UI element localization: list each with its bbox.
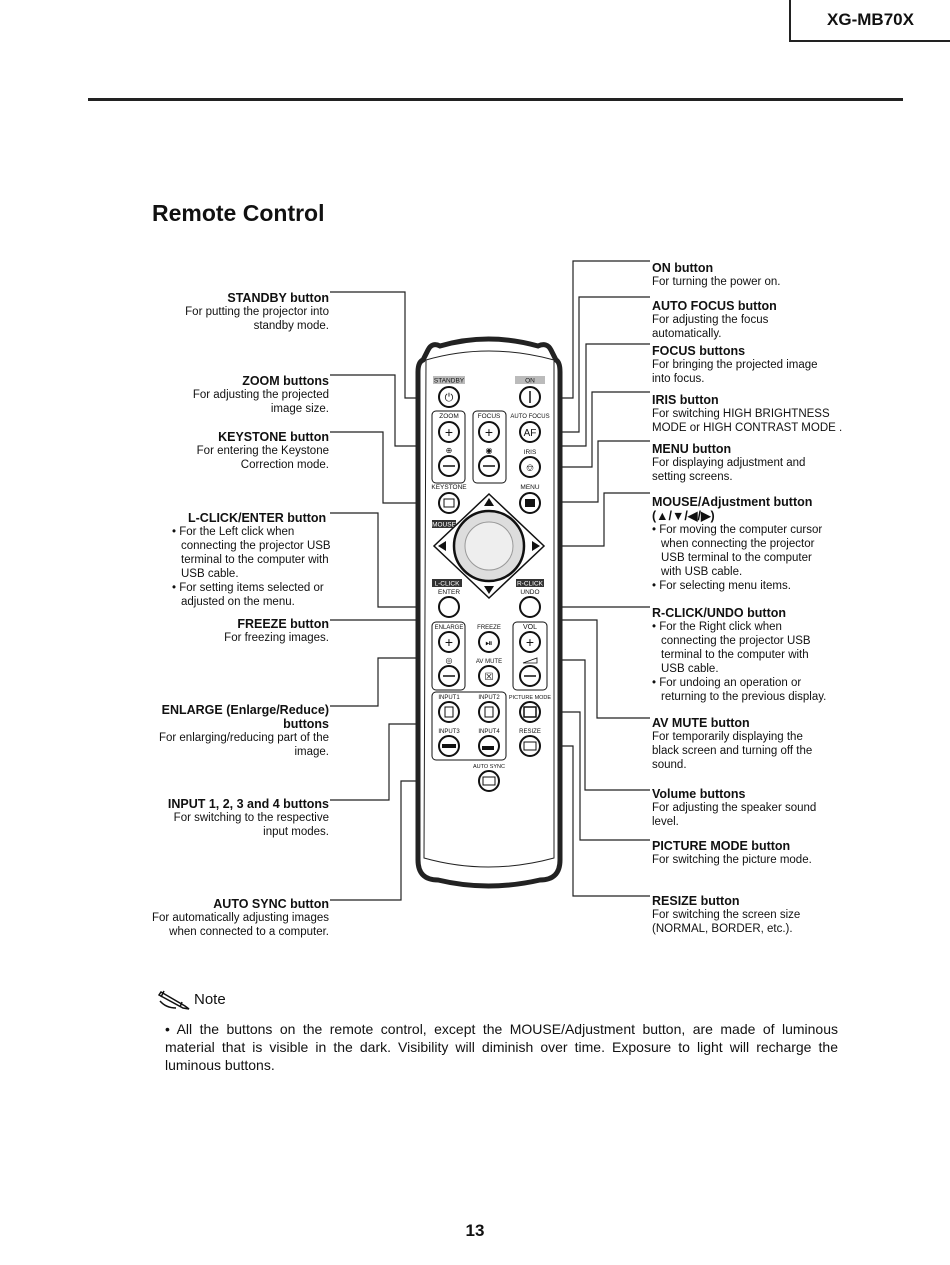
svg-text:⏯: ⏯ [485, 638, 492, 648]
svg-text:◎: ◎ [446, 656, 453, 665]
label-avmute: AV MUTE button For temporarily displayin… [652, 716, 813, 771]
svg-text:VOL: VOL [523, 624, 537, 631]
iris-button[interactable] [519, 456, 541, 478]
svg-text:INPUT3: INPUT3 [438, 729, 460, 735]
zoom-plus-button[interactable] [438, 421, 460, 443]
svg-text:ENLARGE: ENLARGE [435, 625, 464, 631]
svg-text:IRIS: IRIS [524, 449, 537, 456]
svg-text:UNDO: UNDO [520, 589, 539, 596]
arrow-up-icon [484, 498, 494, 506]
auto-focus-button[interactable] [519, 421, 541, 443]
label-zoom: ZOOM buttons For adjusting the projected… [192, 374, 329, 415]
input1-button[interactable] [438, 701, 460, 723]
label-on: ON button For turning the power on. [652, 261, 781, 288]
svg-text:L-CLICK: L-CLICK [435, 581, 461, 588]
volume-up-button[interactable] [519, 631, 541, 653]
svg-text:ON: ON [525, 378, 535, 385]
arrow-down-icon [484, 586, 494, 594]
svg-text:AUTO FOCUS: AUTO FOCUS [510, 414, 549, 420]
focus-plus-button[interactable] [478, 421, 500, 443]
freeze-button[interactable] [478, 631, 500, 653]
l-click-enter-button[interactable] [438, 596, 460, 618]
svg-text:⊕: ⊕ [446, 446, 453, 455]
svg-text:◉: ◉ [486, 446, 493, 455]
svg-text:+: + [445, 634, 453, 650]
svg-text:⏻: ⏻ [445, 392, 454, 404]
label-standby: STANDBY button For putting the projector… [185, 291, 329, 332]
label-input: INPUT 1, 2, 3 and 4 buttons For switchin… [167, 797, 329, 838]
svg-text:ZOOM: ZOOM [439, 413, 459, 420]
label-freeze: FREEZE button For freezing images. [224, 617, 329, 644]
label-keystone: KEYSTONE button For entering the Keyston… [196, 430, 329, 471]
label-picture-mode: PICTURE MODE button For switching the pi… [652, 839, 812, 866]
auto-sync-button[interactable] [478, 770, 500, 792]
resize-button[interactable] [519, 735, 541, 757]
label-volume: Volume buttons For adjusting the speaker… [652, 787, 817, 828]
picture-mode-button[interactable] [519, 701, 541, 723]
page-title: Remote Control [152, 200, 325, 226]
header-rule [88, 98, 903, 101]
svg-text:INPUT4: INPUT4 [478, 729, 500, 735]
label-resize: RESIZE button For switching the screen s… [652, 894, 801, 935]
label-autosync: AUTO SYNC button For automatically adjus… [151, 897, 329, 938]
label-enlarge: ENLARGE (Enlarge/Reduce) buttons For enl… [158, 703, 329, 758]
svg-text:MENU: MENU [520, 484, 539, 491]
svg-text:PICTURE MODE: PICTURE MODE [509, 695, 552, 701]
label-autofocus: AUTO FOCUS button For adjusting the focu… [652, 299, 777, 340]
av-mute-button[interactable] [478, 665, 500, 687]
label-iris: IRIS button For switching HIGH BRIGHTNES… [652, 393, 843, 434]
note-text: All the buttons on the remote control, e… [165, 1020, 838, 1074]
page-number: 13 [465, 1221, 485, 1240]
input2-button[interactable] [478, 701, 500, 723]
svg-text:ENTER: ENTER [438, 589, 460, 596]
svg-text:☒: ☒ [485, 672, 494, 683]
svg-text:AUTO SYNC: AUTO SYNC [473, 764, 505, 770]
svg-text:RESIZE: RESIZE [519, 729, 541, 735]
label-focus: FOCUS buttons For bringing the projected… [652, 344, 818, 385]
svg-text:+: + [526, 634, 534, 650]
svg-text:STANDBY: STANDBY [434, 378, 465, 385]
pencil-icon [158, 990, 190, 1010]
label-menu: MENU button For displaying adjustment an… [652, 442, 806, 483]
r-click-undo-button[interactable] [519, 596, 541, 618]
svg-text:FOCUS: FOCUS [478, 413, 501, 420]
note-heading: Note [158, 988, 226, 1010]
svg-text:R-CLICK: R-CLICK [517, 581, 544, 588]
arrow-left-icon [438, 541, 446, 551]
svg-text:+: + [485, 424, 493, 440]
label-mouse: MOUSE/Adjustment button (▲/▼/◀/▶) For mo… [652, 495, 832, 593]
standby-button[interactable] [438, 386, 460, 408]
label-rclick: R-CLICK/UNDO button For the Right click … [652, 606, 832, 704]
svg-text:INPUT2: INPUT2 [478, 695, 500, 701]
svg-text:MOUSE: MOUSE [432, 522, 457, 529]
svg-text:AF: AF [524, 428, 537, 439]
svg-text:⎊: ⎊ [526, 463, 534, 474]
svg-text:INPUT1: INPUT1 [438, 695, 460, 701]
svg-text:KEYSTONE: KEYSTONE [431, 484, 467, 491]
keystone-button[interactable] [438, 492, 460, 514]
svg-text:+: + [445, 424, 453, 440]
model-name: XG-MB70X [789, 0, 950, 42]
arrow-right-icon [532, 541, 540, 551]
svg-text:AV MUTE: AV MUTE [476, 659, 502, 665]
svg-text:FREEZE: FREEZE [477, 625, 501, 631]
enlarge-plus-button[interactable] [438, 631, 460, 653]
label-lclick: L-CLICK/ENTER button For the Left click … [172, 511, 332, 609]
